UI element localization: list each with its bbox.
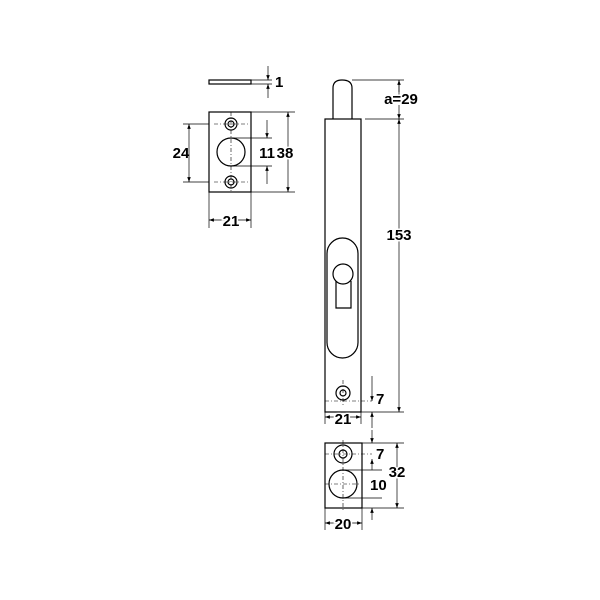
dim-bolt-travel: a=29 (384, 91, 418, 108)
dim-bore: 11 (259, 145, 275, 162)
dim-screw-offset: 7 (376, 391, 384, 408)
dim-keeper-bore: 10 (370, 477, 387, 494)
dim-width: 21 (223, 213, 240, 230)
floor-keeper-view: 7 10 32 20 (324, 430, 407, 535)
dim-hole-spacing: 24 (173, 145, 190, 162)
strike-plate-side-view: 1 (208, 66, 283, 98)
dim-keeper-height: 32 (389, 464, 406, 481)
dim-height: 38 (277, 145, 294, 162)
dim-thickness: 1 (275, 74, 283, 91)
strike-plate-front-view: 24 11 38 21 (173, 111, 295, 232)
dim-length: 153 (386, 227, 411, 244)
flush-bolt-view: a=29 153 7 21 (324, 79, 419, 430)
dim-keeper-screw-offset: 7 (376, 446, 384, 463)
dim-keeper-width: 20 (335, 516, 352, 533)
dim-bolt-width: 21 (335, 411, 352, 428)
